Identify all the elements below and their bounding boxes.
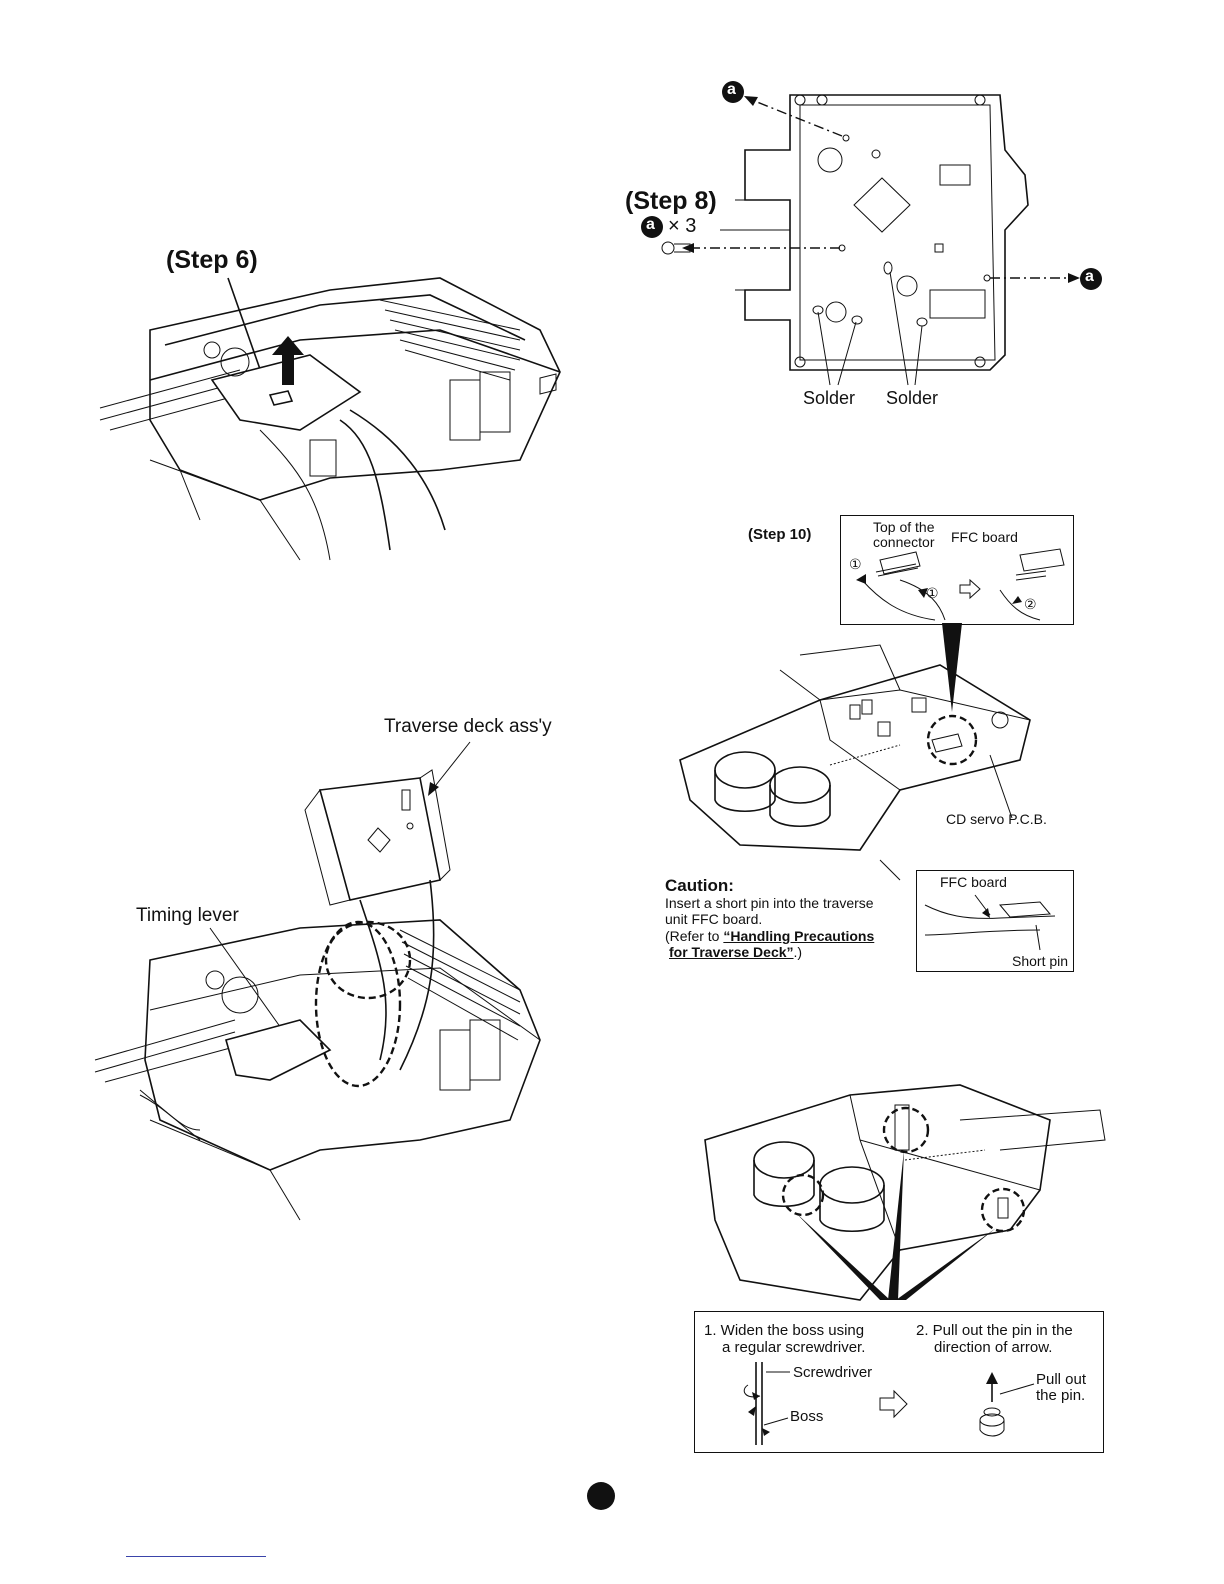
top-of-connector-line2: connector bbox=[873, 534, 935, 550]
caution-line4: for Traverse Deck”.) bbox=[669, 944, 802, 960]
ffc-board-label-caution: FFC board bbox=[940, 874, 1007, 890]
screwdriver-icon bbox=[743, 1362, 790, 1445]
screwdriver-label: Screwdriver bbox=[793, 1364, 873, 1381]
marker-1-left: ① bbox=[849, 556, 862, 572]
marker-1-right: ① bbox=[926, 585, 939, 601]
caution-line1: Insert a short pin into the traverse bbox=[665, 895, 874, 911]
boss-label: Boss bbox=[790, 1408, 824, 1425]
caution-line3-prefix: (Refer to bbox=[665, 928, 724, 944]
pull-out-line1: Pull out bbox=[1036, 1371, 1087, 1388]
caution-line3: (Refer to “Handling Precautions bbox=[665, 928, 874, 944]
connector-detail-box bbox=[840, 515, 1074, 625]
traverse-deck-label: Traverse deck ass'y bbox=[384, 716, 552, 737]
marker-2: ② bbox=[1024, 596, 1037, 612]
instruction-step2-line1: 2. Pull out the pin in the bbox=[916, 1322, 1073, 1339]
step8-label: (Step 8) bbox=[625, 187, 717, 215]
step10-label: (Step 10) bbox=[748, 526, 812, 543]
solder-label-right: Solder bbox=[886, 388, 939, 408]
ffc-board-label-top: FFC board bbox=[951, 529, 1018, 545]
short-pin-label: Short pin bbox=[1012, 953, 1069, 969]
instruction-step1-line1: 1. Widen the boss using bbox=[704, 1322, 865, 1339]
caution-line4-suffix: .) bbox=[793, 944, 803, 960]
step6-label: (Step 6) bbox=[166, 246, 258, 274]
instruction-step1-line2: a regular screwdriver. bbox=[722, 1339, 866, 1356]
instruction-step2-line2: direction of arrow. bbox=[934, 1339, 1053, 1356]
page-number-circle bbox=[587, 1482, 615, 1510]
hollow-arrow-icon bbox=[879, 1389, 908, 1419]
short-pin-box bbox=[916, 870, 1074, 972]
solder-label-left: Solder bbox=[803, 388, 856, 408]
pull-out-line2: the pin. bbox=[1036, 1387, 1086, 1404]
top-of-connector-line1: Top of the bbox=[873, 519, 935, 535]
cd-servo-label: CD servo P.C.B. bbox=[946, 811, 1047, 827]
footer-link-line bbox=[126, 1556, 266, 1557]
handling-precautions-link-2[interactable]: for Traverse Deck” bbox=[669, 944, 794, 960]
marker-a-top: a bbox=[727, 81, 736, 98]
screw-count: × 3 bbox=[668, 215, 697, 237]
timing-lever-label: Timing lever bbox=[136, 905, 239, 926]
caution-line2: unit FFC board. bbox=[665, 911, 763, 927]
caution-title: Caution: bbox=[665, 876, 734, 895]
screw-icon bbox=[661, 241, 691, 255]
marker-a-right: a bbox=[1085, 268, 1094, 285]
handling-precautions-link-1[interactable]: “Handling Precautions bbox=[723, 928, 875, 944]
pin-icon bbox=[979, 1372, 1035, 1437]
marker-a-left: a bbox=[646, 216, 655, 233]
